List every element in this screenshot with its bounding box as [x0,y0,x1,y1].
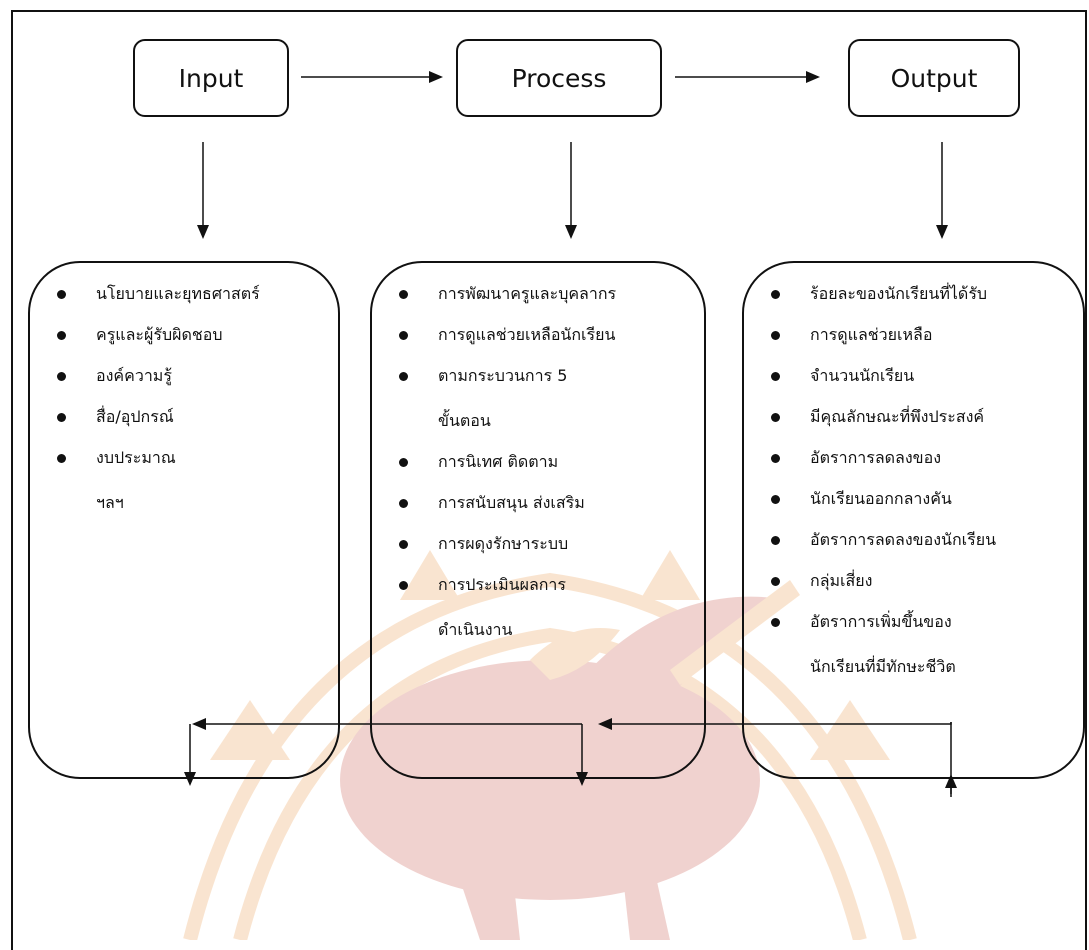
list-item: ตามกระบวนการ 5 ขั้นตอน [372,365,704,432]
list-item-continuation: นักเรียนที่มีทักษะชีวิต [810,657,956,676]
list-item: สื่อ/อุปกรณ์ [30,406,338,428]
list-item: องค์ความรู้ [30,365,338,387]
list-item: อัตราการลดลงของ [744,447,1083,469]
bullet-icon [57,413,66,422]
list-item-text: อัตราการลดลงของนักเรียน [810,530,997,549]
bullet-icon [57,372,66,381]
list-item: การดูแลช่วยเหลือ [744,324,1083,346]
process-box: Process [456,39,662,117]
list-item-continuation: ขั้นตอน [438,411,491,430]
bullet-icon [771,495,780,504]
bullet-icon [771,372,780,381]
output-list-box: ร้อยละของนักเรียนที่ได้รับการดูแลช่วยเหล… [742,261,1085,779]
list-item: การดูแลช่วยเหลือนักเรียน [372,324,704,346]
list-item: อัตราการเพิ่มขึ้นของนักเรียนที่มีทักษะชี… [744,611,1083,678]
bullet-icon [771,577,780,586]
list-item-text: มีคุณลักษณะที่พึงประสงค์ [810,407,985,426]
list-item: การพัฒนาครูและบุคลากร [372,283,704,305]
bullet-icon [399,581,408,590]
list-item-text: การผดุงรักษาระบบ [438,534,569,553]
list-item-text: นักเรียนออกกลางคัน [810,489,952,508]
list-item: ร้อยละของนักเรียนที่ได้รับ [744,283,1083,305]
bullet-icon [399,499,408,508]
list-item-text: ครูและผู้รับผิดชอบ [96,325,223,344]
list-item-text: ตามกระบวนการ 5 [438,366,568,385]
bullet-icon [399,372,408,381]
list-item-text: งบประมาณ [96,448,176,467]
bullet-icon [771,536,780,545]
input-list-box: นโยบายและยุทธศาสตร์ครูและผู้รับผิดชอบองค… [28,261,340,779]
output-box: Output [848,39,1020,117]
list-item-text: นโยบายและยุทธศาสตร์ [96,284,260,303]
list-item: กลุ่มเสี่ยง [744,570,1083,592]
list-item: การสนับสนุน ส่งเสริม [372,492,704,514]
list-item-text: การพัฒนาครูและบุคลากร [438,284,617,303]
list-item-text: การสนับสนุน ส่งเสริม [438,493,585,512]
output-label: Output [890,63,978,93]
bullet-icon [57,331,66,340]
input-label: Input [178,63,244,93]
list-item-text: อัตราการลดลงของ [810,448,942,467]
list-item-text: องค์ความรู้ [96,366,172,385]
process-label: Process [511,63,607,93]
diagram-frame [11,10,1087,950]
list-item-etc: ฯลฯ [96,493,124,512]
feedback-bottom-right [598,718,952,730]
bullet-icon [399,331,408,340]
list-item-text: กลุ่มเสี่ยง [810,571,873,590]
bullet-icon [57,454,66,463]
bullet-icon [771,290,780,299]
list-item-text: ร้อยละของนักเรียนที่ได้รับ [810,284,988,303]
output-list: ร้อยละของนักเรียนที่ได้รับการดูแลช่วยเหล… [744,263,1083,678]
bullet-icon [399,458,408,467]
list-item: นโยบายและยุทธศาสตร์ [30,283,338,305]
list-item-text: อัตราการเพิ่มขึ้นของ [810,612,952,631]
list-item-text: จำนวนนักเรียน [810,366,915,385]
input-box: Input [133,39,289,117]
input-list: นโยบายและยุทธศาสตร์ครูและผู้รับผิดชอบองค… [30,263,338,514]
process-list-box: การพัฒนาครูและบุคลากรการดูแลช่วยเหลือนัก… [370,261,706,779]
process-list: การพัฒนาครูและบุคลากรการดูแลช่วยเหลือนัก… [372,263,704,641]
bullet-icon [771,413,780,422]
bullet-icon [771,618,780,627]
bullet-icon [57,290,66,299]
list-item: การผดุงรักษาระบบ [372,533,704,555]
bullet-icon [399,290,408,299]
bullet-icon [771,454,780,463]
bullet-icon [399,540,408,549]
bullet-icon [771,331,780,340]
list-item: การประเมินผลการดำเนินงาน [372,574,704,641]
list-item: มีคุณลักษณะที่พึงประสงค์ [744,406,1083,428]
list-item-text: การดูแลช่วยเหลือนักเรียน [438,325,616,344]
list-item-text: สื่อ/อุปกรณ์ [96,407,174,426]
list-item: อัตราการลดลงของนักเรียน [744,529,1083,551]
list-item-continuation: ดำเนินงาน [438,620,513,639]
list-item: ครูและผู้รับผิดชอบ [30,324,338,346]
list-item-text: การประเมินผลการ [438,575,567,594]
list-item-text: การนิเทศ ติดตาม [438,452,559,471]
list-item: นักเรียนออกกลางคัน [744,488,1083,510]
list-item: การนิเทศ ติดตาม [372,451,704,473]
university-seal-watermark [183,550,917,940]
list-item-text: การดูแลช่วยเหลือ [810,325,933,344]
list-item: งบประมาณ [30,447,338,469]
list-item: จำนวนนักเรียน [744,365,1083,387]
